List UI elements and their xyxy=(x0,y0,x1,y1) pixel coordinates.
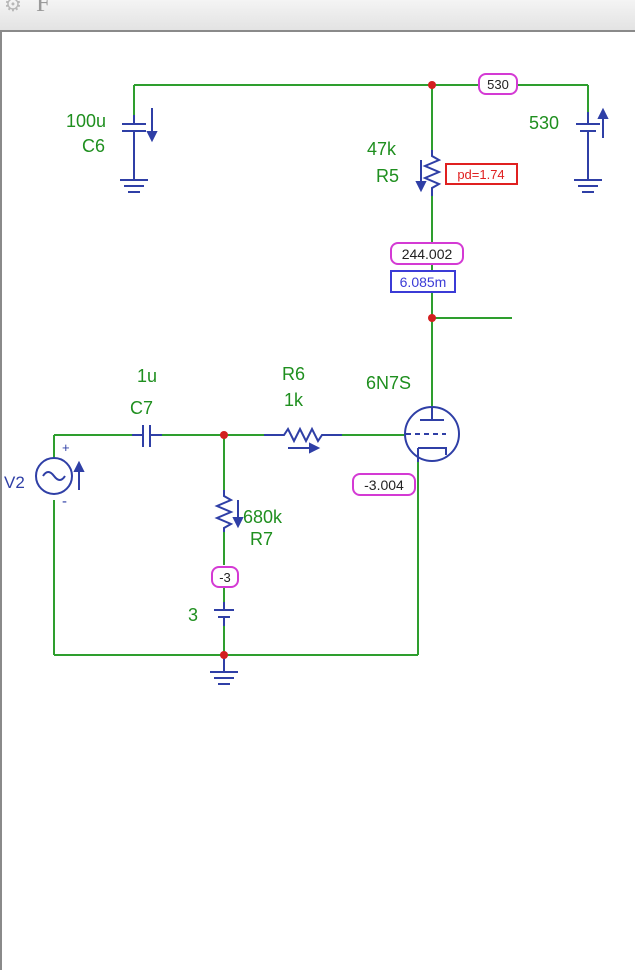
resistor-r6[interactable] xyxy=(264,426,342,454)
r6-value-label: 1k xyxy=(284,390,304,410)
v2-minus-label: - xyxy=(62,493,67,510)
ac-source-v2[interactable] xyxy=(35,457,85,495)
ground-symbol-c6 xyxy=(120,179,148,193)
r5-power-text: pd=1.74 xyxy=(457,167,504,182)
r7-name-label: R7 xyxy=(250,529,273,549)
probe-bias-voltage-text: -3 xyxy=(219,570,231,585)
schematic-canvas[interactable]: 100u C6 530 47k R5 6N7S 1u C7 R6 1k 680k… xyxy=(0,32,635,970)
voltage-source-bias[interactable] xyxy=(214,602,234,626)
r6-name-label: R6 xyxy=(282,364,305,384)
labels: 100u C6 530 47k R5 6N7S 1u C7 R6 1k 680k… xyxy=(66,111,559,625)
components xyxy=(35,107,609,685)
probe-cathode-voltage[interactable]: -3.004 xyxy=(352,473,416,496)
capacitor-c7[interactable] xyxy=(132,425,162,447)
probe-plate-current[interactable]: 6.085m xyxy=(390,270,456,293)
resistor-r7[interactable] xyxy=(214,490,244,532)
r5-value-label: 47k xyxy=(367,139,397,159)
r7-value-label: 680k xyxy=(243,507,283,527)
nodes xyxy=(220,81,436,659)
window-title: F xyxy=(36,0,51,17)
vacuum-tube-6n7s[interactable] xyxy=(404,406,460,462)
node-plate xyxy=(428,314,436,322)
probe-bias-voltage[interactable]: -3 xyxy=(211,566,239,588)
node-grid xyxy=(220,431,228,439)
probe-plate-current-text: 6.085m xyxy=(400,274,447,290)
probe-supply-voltage[interactable]: 530 xyxy=(478,73,518,95)
c7-value-label: 1u xyxy=(137,366,157,386)
v2-name-label: V2 xyxy=(4,473,25,492)
window-titlebar: ⚙ F xyxy=(0,0,635,32)
ground-symbol-530 xyxy=(574,179,602,193)
node-supply xyxy=(428,81,436,89)
voltage-source-530[interactable] xyxy=(576,107,609,180)
c6-value-label: 100u xyxy=(66,111,106,131)
probe-plate-voltage-text: 244.002 xyxy=(402,246,453,262)
v2-labels: V2 + - xyxy=(4,440,70,510)
bias-source-label: 3 xyxy=(188,605,198,625)
capacitor-c6[interactable] xyxy=(122,108,158,180)
probe-plate-voltage[interactable]: 244.002 xyxy=(390,242,464,265)
r5-name-label: R5 xyxy=(376,166,399,186)
tube-name-label: 6N7S xyxy=(366,373,411,393)
c7-name-label: C7 xyxy=(130,398,153,418)
resistor-r5[interactable] xyxy=(415,150,442,196)
gear-icon: ⚙ xyxy=(4,0,22,16)
v2-plus-label: + xyxy=(62,440,70,455)
power-dissipation-tag[interactable]: pd=1.74 xyxy=(445,163,518,185)
source-530-label: 530 xyxy=(529,113,559,133)
node-ground xyxy=(220,651,228,659)
c6-name-label: C6 xyxy=(82,136,105,156)
schematic-diagram: 100u C6 530 47k R5 6N7S 1u C7 R6 1k 680k… xyxy=(4,73,609,685)
probe-supply-voltage-text: 530 xyxy=(487,77,509,92)
probe-cathode-voltage-text: -3.004 xyxy=(364,477,404,493)
ground-symbol-bottom xyxy=(210,655,238,685)
